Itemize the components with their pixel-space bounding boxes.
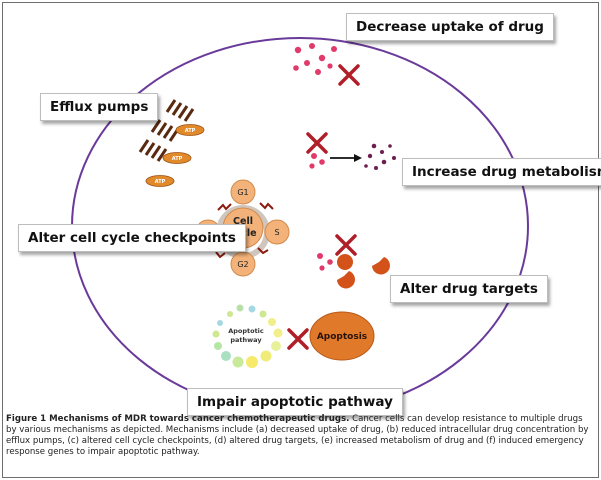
targets-drug-dots: [317, 253, 333, 271]
apoptotic-pathway-ring: [212, 304, 283, 368]
impair-apoptotic-label: Impair apoptotic pathway: [187, 388, 403, 416]
apoptosis-block-x-icon: [287, 328, 309, 350]
metabolism-arrow-icon: [330, 154, 362, 162]
increase-metabolism-label: Increase drug metabolism: [402, 158, 601, 186]
alter-checkpoints-label: Alter cell cycle checkpoints: [18, 224, 246, 252]
figure-caption: Figure 1 Mechanisms of MDR towards cance…: [6, 414, 591, 458]
cell-cycle-center-label: Cell: [233, 216, 253, 227]
metabolite-dots: [364, 143, 396, 170]
alter-targets-label: Alter drug targets: [390, 275, 548, 303]
atp-label: ATP: [172, 156, 183, 162]
targets-block-x-icon: [335, 234, 357, 256]
apoptotic-pathway-label: pathway: [230, 336, 262, 344]
caption-body: Cancer cells can develop resistance to m…: [6, 414, 589, 457]
atp-label: ATP: [155, 179, 166, 185]
metabolism-block-x-icon: [306, 132, 328, 154]
efflux-pump-icon: [138, 99, 195, 162]
caption-title: Figure 1 Mechanisms of MDR towards cance…: [6, 414, 350, 424]
phase-s-label: S: [274, 228, 279, 237]
atp-label: ATP: [185, 128, 196, 134]
drug-target-icon: [337, 257, 390, 289]
apoptosis-label: Apoptosis: [317, 332, 367, 342]
uptake-drug-dots: [293, 43, 337, 75]
atp-pill-icon: [145, 124, 205, 187]
mdr-diagram: ATP ATP ATP Cell cycle G1 S G2 M: [71, 37, 529, 410]
bound-drug-icon: [337, 254, 353, 270]
phase-g1-label: G1: [237, 188, 248, 197]
decrease-uptake-label: Decrease uptake of drug: [346, 13, 554, 41]
metabolism-drug-dots: [309, 153, 325, 169]
apoptosis-target-icon: [309, 311, 375, 361]
phase-g2-label: G2: [237, 260, 248, 269]
apoptotic-pathway-label: Apoptotic: [228, 327, 264, 335]
uptake-block-x-icon: [338, 64, 360, 86]
efflux-pumps-label: Efflux pumps: [40, 93, 159, 121]
